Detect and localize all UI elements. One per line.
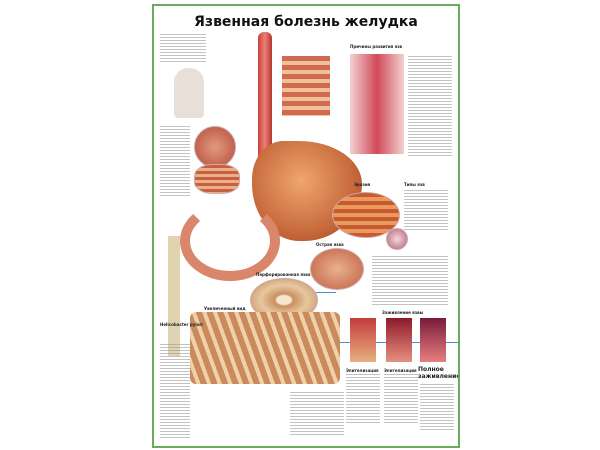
healing-text-2 <box>384 374 418 424</box>
esophagus-section <box>194 126 236 168</box>
healing-stage-label-1: Эпителизация <box>346 368 379 373</box>
helicobacter-text <box>160 344 190 440</box>
healing-stage-3 <box>420 318 446 362</box>
healing-stage-label-3: Полное заживление <box>418 366 460 380</box>
labels-left <box>160 126 190 196</box>
erosion-section <box>332 192 400 238</box>
intro-text <box>160 34 206 64</box>
acute-ulcer-section <box>310 248 364 290</box>
healing-heading: Заживление язвы <box>382 310 424 315</box>
poster: Язвенная болезнь желудка Причины развити… <box>152 4 460 448</box>
causes-illustration <box>350 54 404 154</box>
magnified-mucosa <box>190 312 340 384</box>
duodenum <box>180 201 280 281</box>
healing-stage-label-2: Эпителизация <box>384 368 417 373</box>
erosion-heading: Эрозия <box>354 182 371 187</box>
ulcer-types-heading: Типы язв <box>404 182 425 187</box>
erosion-closeup <box>386 228 408 250</box>
healing-text-1 <box>346 374 380 424</box>
healing-text-3 <box>420 384 454 430</box>
causes-labels <box>408 56 452 156</box>
acute-ulcer-heading: Острая язва <box>316 242 344 247</box>
poster-title: Язвенная болезнь желудка <box>194 14 418 30</box>
magnified-text <box>290 392 344 436</box>
human-figure <box>174 68 204 118</box>
nerve-branch <box>168 236 180 356</box>
connector-line <box>316 292 336 293</box>
acute-ulcer-text <box>372 256 448 306</box>
duodenum-section <box>194 164 240 194</box>
healing-stage-1 <box>350 318 376 362</box>
perforated-heading: Перфорированная язва <box>256 272 311 277</box>
ulcer-types-labels <box>404 190 448 230</box>
healing-stage-2 <box>386 318 412 362</box>
stomach-wall-section <box>282 56 330 116</box>
helicobacter-label: Helicobacter pylori <box>160 322 203 327</box>
magnified-heading: Увеличенный вид <box>204 306 246 311</box>
causes-heading: Причины развития язв <box>350 44 403 49</box>
